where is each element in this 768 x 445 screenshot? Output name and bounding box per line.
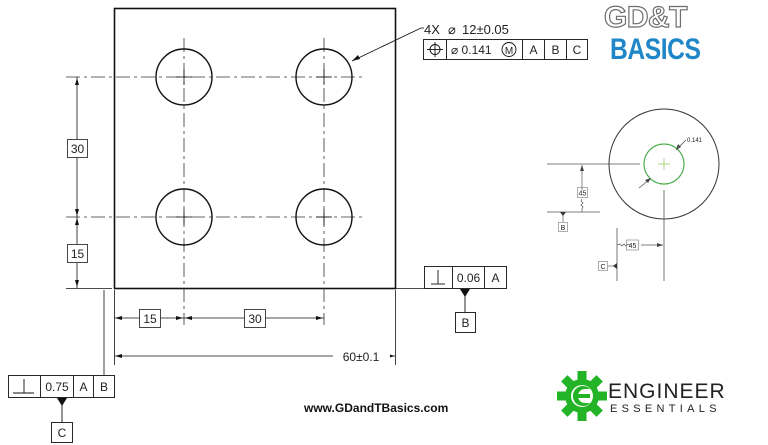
detail-vertical-dim: 45 bbox=[579, 191, 587, 198]
dim-30-vertical: 30 bbox=[71, 142, 85, 156]
perpendicularity-fcf-right bbox=[424, 266, 507, 333]
hole-top-right bbox=[295, 48, 353, 106]
hole-top-left bbox=[155, 48, 213, 106]
hole-bottom-left bbox=[155, 188, 213, 246]
dim-15-horizontal: 15 bbox=[143, 312, 157, 326]
datum-c-label: C bbox=[58, 426, 67, 440]
tolerance-zone-detail bbox=[547, 108, 720, 281]
centerlines bbox=[66, 38, 365, 325]
hole-quantity: 4X bbox=[424, 22, 440, 37]
mmc-modifier-icon bbox=[501, 42, 517, 57]
datum-ref-c: C bbox=[573, 43, 582, 57]
website-url[interactable]: www.GDandTBasics.com bbox=[304, 401, 449, 415]
dim-15-vertical: 15 bbox=[71, 247, 85, 261]
perpendicularity-fcf-bottom bbox=[8, 375, 115, 443]
bottom-fcf-tolerance: 0.75 bbox=[45, 380, 69, 394]
datum-ref-a: A bbox=[529, 43, 537, 57]
engineer-essentials-subtitle: ESSENTIALS bbox=[610, 403, 721, 415]
gdt-basics-logo: GD&TBASICS bbox=[603, 1, 768, 66]
right-fcf-tolerance: 0.06 bbox=[457, 271, 481, 285]
detail-datum-c: C bbox=[600, 264, 605, 271]
right-fcf-datum-a: A bbox=[491, 271, 499, 285]
datum-b-label: B bbox=[461, 316, 469, 330]
holes bbox=[155, 48, 353, 246]
engineer-essentials-gear-icon bbox=[557, 371, 607, 421]
diameter-symbol: ⌀ bbox=[448, 22, 456, 37]
bottom-fcf-datum-a: A bbox=[79, 380, 87, 394]
dim-30-horizontal: 30 bbox=[248, 312, 262, 326]
detail-zone-label: 0.141 bbox=[687, 138, 703, 144]
position-tolerance: ⌀ 0.141 bbox=[451, 43, 492, 57]
datum-ref-b: B bbox=[551, 43, 559, 57]
hole-diameter: 12±0.05 bbox=[462, 22, 509, 37]
position-fcf bbox=[423, 39, 588, 60]
detail-horizontal-dim: 45 bbox=[629, 243, 637, 250]
plate-outline bbox=[113, 7, 397, 290]
detail-datum-b: B bbox=[561, 225, 566, 232]
engineer-essentials-title: ENGINEER bbox=[608, 380, 726, 403]
mmc-modifier: M bbox=[505, 46, 513, 57]
tolerance-zone-circle bbox=[643, 143, 685, 185]
gdt-logo-outline: GD&T bbox=[603, 1, 688, 34]
dim-overall-width: 60±0.1 bbox=[343, 350, 380, 364]
bottom-fcf-datum-b: B bbox=[100, 380, 108, 394]
hole-bottom-right bbox=[295, 188, 353, 246]
gdt-logo-basics: BASICS bbox=[610, 33, 701, 66]
